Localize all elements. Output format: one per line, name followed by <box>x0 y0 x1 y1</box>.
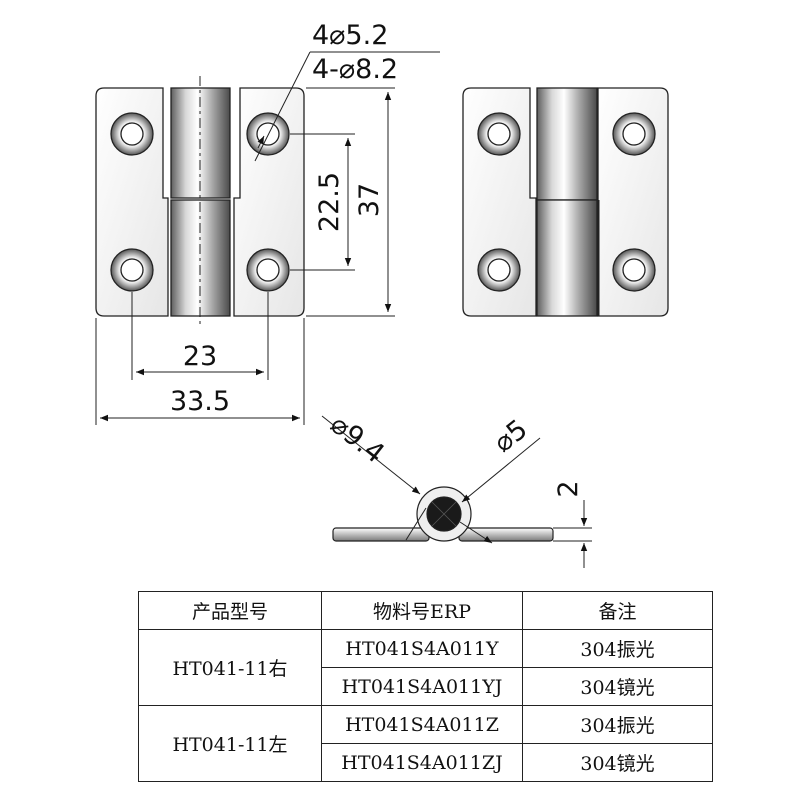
erp-cell: HT041S4A011ZJ <box>321 743 523 782</box>
mount-hole <box>477 112 521 156</box>
mount-hole <box>612 248 656 292</box>
barrel-upper <box>536 87 598 201</box>
hinge-left-view <box>95 76 305 328</box>
header-model: 产品型号 <box>138 591 322 630</box>
note-cell: 304振光 <box>522 705 713 744</box>
hole-large-label: 4-⌀8.2 <box>312 54 398 85</box>
side-view-dimensions <box>321 415 592 568</box>
mount-hole <box>246 248 290 292</box>
model-cell: HT041-11右 <box>138 629 322 706</box>
overall-height-label: 37 <box>354 183 385 217</box>
hole-horizontal-pitch-label: 23 <box>183 341 217 372</box>
mount-hole <box>477 248 521 292</box>
note-cell: 304镜光 <box>522 667 713 706</box>
model-table: 产品型号 物料号ERP 备注 HT041-11右 HT041S4A011Y 30… <box>138 591 713 782</box>
dimension-lines <box>95 51 440 425</box>
knuckle-dia-label: ⌀9.4 <box>324 409 390 470</box>
header-erp: 物料号ERP <box>321 591 523 630</box>
model-cell: HT041-11左 <box>138 705 322 782</box>
header-note: 备注 <box>522 591 713 630</box>
hinge-right-view <box>462 87 669 317</box>
note-cell: 304镜光 <box>522 743 713 782</box>
mount-hole <box>612 112 656 156</box>
leaf-side-right <box>458 527 554 542</box>
hole-vertical-pitch-label: 22.5 <box>314 172 345 232</box>
barrel-lower <box>536 199 598 317</box>
mount-hole <box>110 248 154 292</box>
mount-hole <box>110 112 154 156</box>
erp-cell: HT041S4A011Z <box>321 705 523 744</box>
overall-width-label: 33.5 <box>170 386 230 417</box>
leaf-side-left <box>332 527 430 542</box>
note-cell: 304振光 <box>522 629 713 668</box>
table-row: HT041-11左 HT041S4A011Z 304振光 <box>138 705 713 782</box>
pin-dia-label: ⌀5 <box>488 414 533 459</box>
erp-cell: HT041S4A011Y <box>321 629 523 668</box>
table-row: HT041S4A011YJ 304镜光 <box>139 667 713 706</box>
hole-small-label: 4⌀5.2 <box>312 20 388 51</box>
thickness-label: 2 <box>553 480 584 497</box>
erp-cell: HT041S4A011YJ <box>321 667 523 706</box>
hinge-side-view <box>332 486 554 542</box>
technical-drawing: 4⌀5.2 4-⌀8.2 37 22.5 23 33.5 ⌀9.4 ⌀5 2 <box>95 20 669 568</box>
mount-hole <box>246 112 290 156</box>
table-header-row: 产品型号 物料号ERP 备注 <box>138 591 713 630</box>
table-row: HT041-11右 HT041S4A011Y 304振光 <box>138 629 713 706</box>
table-row: HT041S4A011ZJ 304镜光 <box>139 743 713 782</box>
